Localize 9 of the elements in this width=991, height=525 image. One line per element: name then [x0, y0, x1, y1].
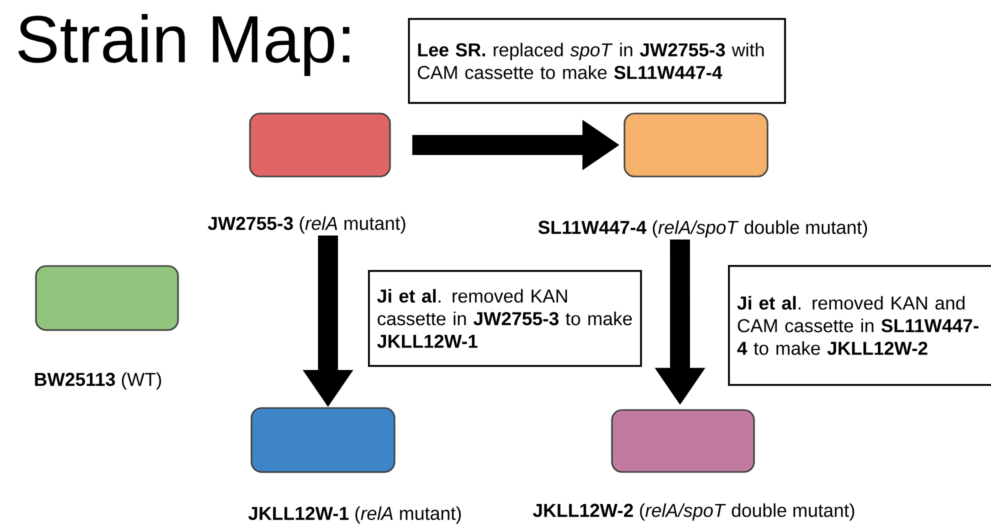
strain-label: JKLL12W-1 (relA mutant): [248, 506, 461, 524]
note-box: Lee SR. replaced spoT in JW2755-3 with CAM cassette to make SL11W447-4: [408, 18, 786, 104]
note-box: Ji et al. removed KAN and CAM cassette in SL11W447-4 to make JKLL12W-2: [728, 265, 991, 386]
strain-label: BW25113 (WT): [35, 372, 162, 390]
title: Strain Map:: [18, 14, 350, 76]
strain-label: SL11W447-4 (relA/spoT double mutant): [538, 220, 867, 238]
note-box: Ji et al. removed KAN cassette in JW2755-3 to make JKLL12W-1: [368, 270, 642, 367]
strain-label: JKLL12W-2 (relA/spoT double mutant): [532, 503, 854, 521]
strain-label: JW2755-3 (relA mutant): [208, 216, 406, 234]
